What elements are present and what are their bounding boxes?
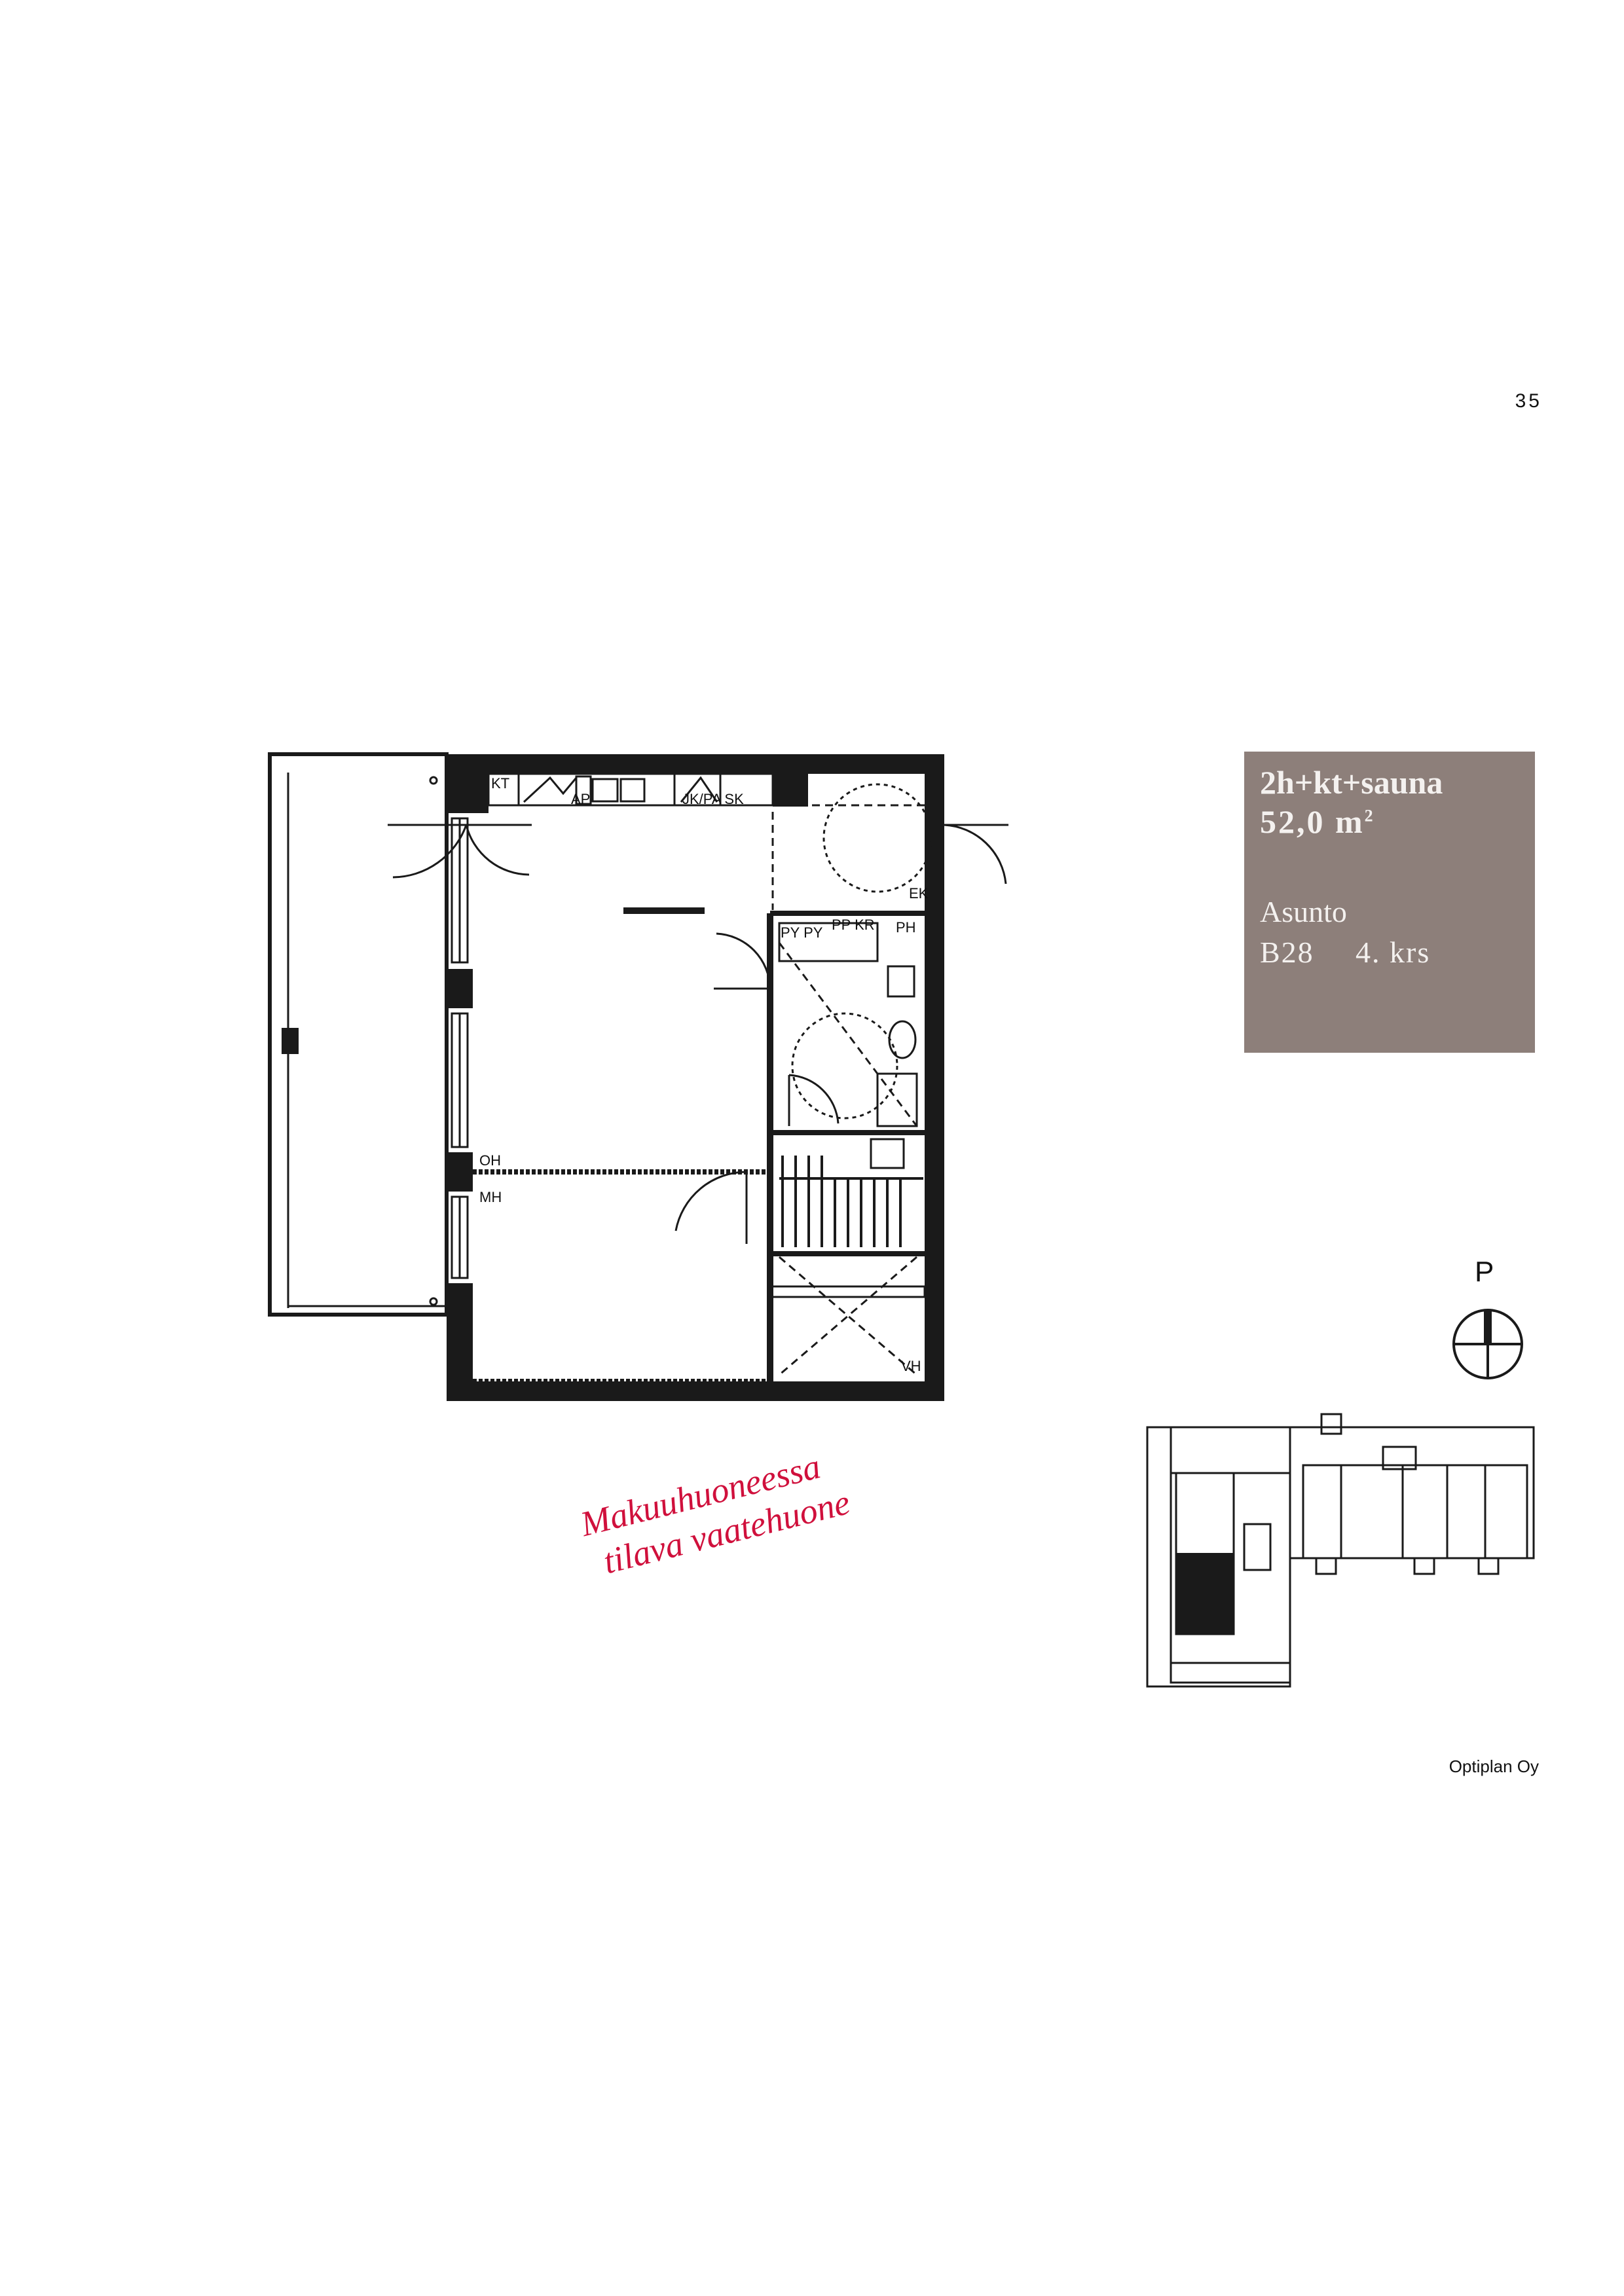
page-number: 35 (1515, 390, 1542, 412)
key-plan-stair (1243, 1523, 1272, 1571)
compass-north-label: P (1475, 1256, 1494, 1288)
label-ph: PH (896, 919, 916, 936)
compass-north-arrow (1484, 1310, 1492, 1344)
balcony-post (282, 1028, 299, 1054)
wall-left-mid (447, 969, 473, 1008)
closet-diagonal-2 (779, 1256, 917, 1376)
apartment-type: 2h+kt+sauna (1260, 764, 1443, 801)
shaft-top-mid (773, 754, 808, 807)
bathroom-turning-circle (791, 1012, 898, 1120)
doors (388, 783, 1008, 1244)
label-ap: AP (571, 791, 590, 807)
key-plan-east-wing-inner (1302, 1464, 1528, 1559)
wall-top (447, 754, 944, 774)
door-entrance (944, 824, 1008, 884)
wall-left-upper (447, 754, 473, 813)
bathroom-fixtures (778, 922, 918, 1127)
room-labels: KT AP JK/PA SK EK PY PY PP KR PH OH MH V… (479, 775, 929, 1374)
label-oh: OH (479, 1152, 501, 1169)
wall-bottom (447, 1381, 944, 1401)
entrance-turning-circle (822, 783, 932, 893)
door-sauna (788, 1074, 840, 1126)
label-jkpa-sk: JK/PA SK (682, 791, 744, 807)
key-plan-balcony-3 (1477, 1557, 1500, 1575)
key-plan-unit-outline (1175, 1472, 1235, 1635)
label-vh: VH (901, 1358, 921, 1374)
label-py: PY PY (781, 924, 823, 941)
living-room-table (623, 907, 705, 914)
apartment-area: 52,0 m2 (1260, 803, 1375, 841)
toilet (888, 1020, 917, 1059)
balcony-marker-bottom (429, 1297, 438, 1306)
interior-walls (473, 911, 926, 1381)
apartment-label: Asunto (1260, 895, 1347, 928)
key-plan-highlighted-unit (1176, 1553, 1234, 1634)
label-ppkr: PP KR (832, 917, 875, 933)
sink-1 (591, 778, 619, 803)
dishwasher-symbol (523, 776, 578, 803)
fridge-symbol (680, 776, 718, 803)
exterior-walls (447, 754, 944, 1401)
balcony (268, 752, 449, 1317)
balcony-outline (268, 752, 449, 1317)
door-bedroom (674, 1171, 748, 1244)
kitchen-counter-outline (487, 773, 774, 807)
door-balcony-1 (388, 824, 468, 879)
key-plan-core-top (1320, 1413, 1342, 1435)
apartment-unit: B28 (1260, 936, 1314, 969)
stove (575, 775, 592, 805)
area-unit-exponent: 2 (1364, 806, 1375, 826)
shower-area (876, 1072, 918, 1127)
closet-diagonal-1 (779, 1256, 917, 1376)
windows (451, 817, 469, 1279)
washbasin (887, 965, 915, 998)
shaft-top-left (473, 754, 489, 813)
key-plan-balcony-1 (1315, 1557, 1337, 1575)
compass (1452, 1309, 1523, 1379)
key-plan-core (1382, 1446, 1417, 1470)
key-plan (1146, 1413, 1535, 1688)
sauna-bench (779, 1138, 923, 1247)
wall-left-lower (447, 1283, 473, 1401)
key-plan-balcony-2 (1413, 1557, 1435, 1575)
bathroom-diagonal (778, 942, 918, 1127)
wall-left-mid2 (447, 1152, 473, 1192)
label-ek: EK (909, 885, 929, 902)
door-bathroom (714, 932, 771, 990)
wall-entrance (925, 773, 944, 890)
area-value: 52,0 m (1260, 803, 1365, 840)
sauna-stove (870, 1138, 905, 1169)
company-name: Optiplan Oy (1449, 1757, 1539, 1776)
balcony-marker-top (429, 776, 438, 785)
laundry-cabinets (778, 922, 879, 962)
kitchen-counter (487, 773, 774, 807)
walk-in-closet (771, 804, 925, 1376)
sink-2 (619, 778, 646, 803)
apartment-floor: 4. krs (1356, 936, 1431, 969)
closet-shelf (769, 1285, 926, 1298)
label-kt: KT (491, 775, 509, 792)
apartment-info-box: 2h+kt+sauna 52,0 m2 Asunto B28 4. krs (1244, 752, 1535, 1053)
door-balcony-2 (465, 824, 532, 876)
label-mh: MH (479, 1189, 502, 1205)
